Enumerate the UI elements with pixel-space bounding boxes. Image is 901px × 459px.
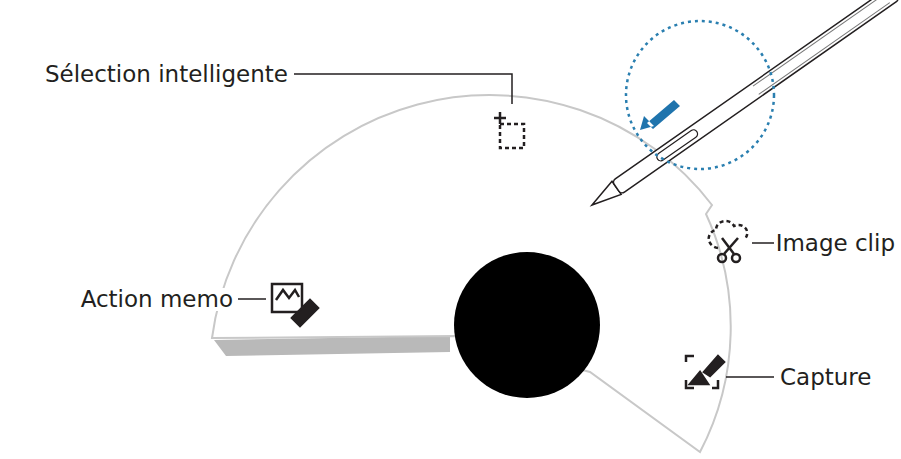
callout-label: Sélection intelligente [43,63,290,86]
s-pen [587,0,899,212]
capture-icon [686,356,724,388]
leader-lines [238,74,776,377]
image-clip-icon [709,221,748,262]
callout-label: Capture [778,366,873,389]
callout-label: Image clip [774,232,897,255]
action-memo-icon [272,284,318,326]
fan-menu [212,95,731,452]
center-button [454,252,600,398]
menu-shadow [214,336,450,356]
callout-label: Action memo [79,288,235,311]
smart-select-icon [494,112,524,148]
